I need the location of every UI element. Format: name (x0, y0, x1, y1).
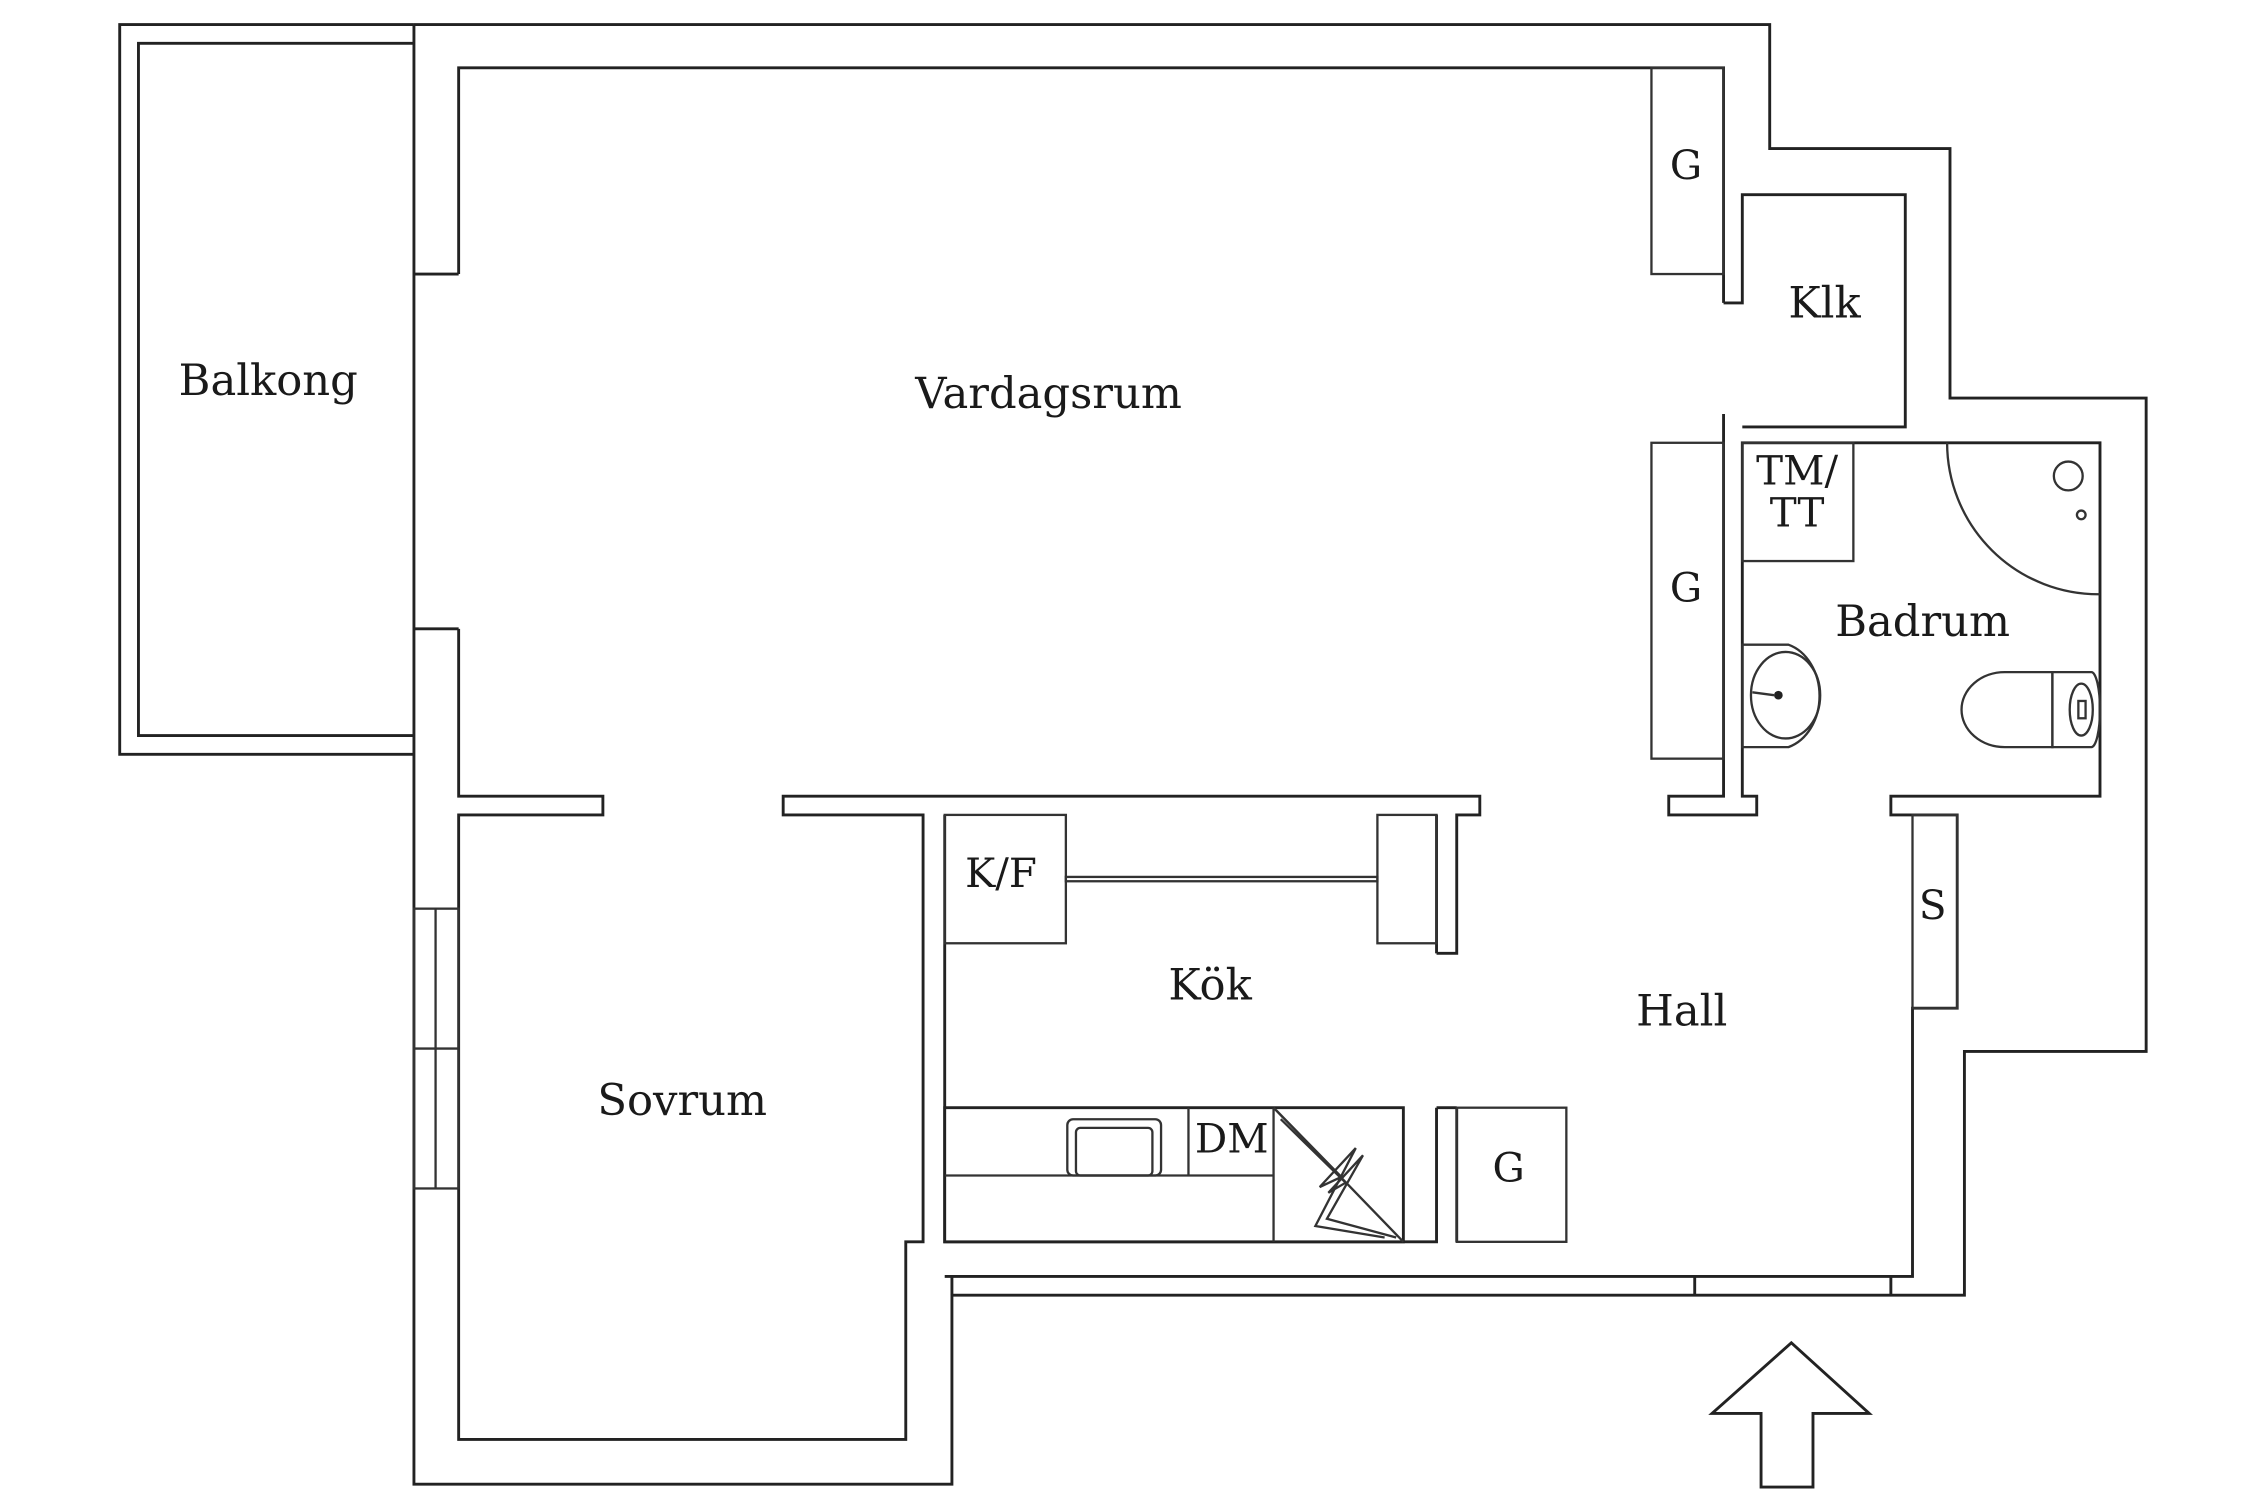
sink-icon (1066, 1118, 1163, 1177)
label-wardrobe-top: G (1670, 142, 1702, 189)
stove-icon (1272, 1106, 1405, 1243)
kitchen-upper-counter (943, 813, 1438, 945)
storage-cabinet (1911, 813, 1959, 1010)
label-wardrobe-hall: G (1493, 1144, 1525, 1191)
label-wardrobe-mid: G (1670, 564, 1702, 611)
entrance-arrow-icon (1708, 1340, 1873, 1489)
label-kitchen: Kök (1168, 961, 1252, 1011)
label-storage: S (1919, 882, 1947, 929)
bedroom-window (412, 907, 460, 1190)
label-living-room: Vardagsrum (914, 369, 1182, 419)
outer-walls (412, 23, 2148, 1486)
balcony (118, 23, 414, 756)
label-washer-dryer-2: TT (1770, 489, 1825, 536)
wardrobe-hall (1455, 1106, 1568, 1243)
washbasin-icon (1741, 643, 1822, 749)
label-fridge-freezer: K/F (965, 850, 1037, 897)
label-balcony: Balkong (179, 356, 358, 406)
label-washer-dryer-1: TM/ (1756, 448, 1838, 495)
label-bathroom: Badrum (1835, 597, 2010, 647)
label-bedroom: Sovrum (597, 1076, 767, 1126)
washer-dryer (1741, 441, 1855, 563)
label-dishwasher: DM (1195, 1115, 1269, 1162)
shower-icon (1945, 442, 2101, 596)
wardrobe-mid (1650, 441, 1725, 760)
toilet-icon (1960, 670, 2102, 749)
label-closet: Klk (1788, 278, 1861, 328)
label-hall: Hall (1636, 986, 1727, 1036)
wardrobe-top (1650, 66, 1725, 276)
